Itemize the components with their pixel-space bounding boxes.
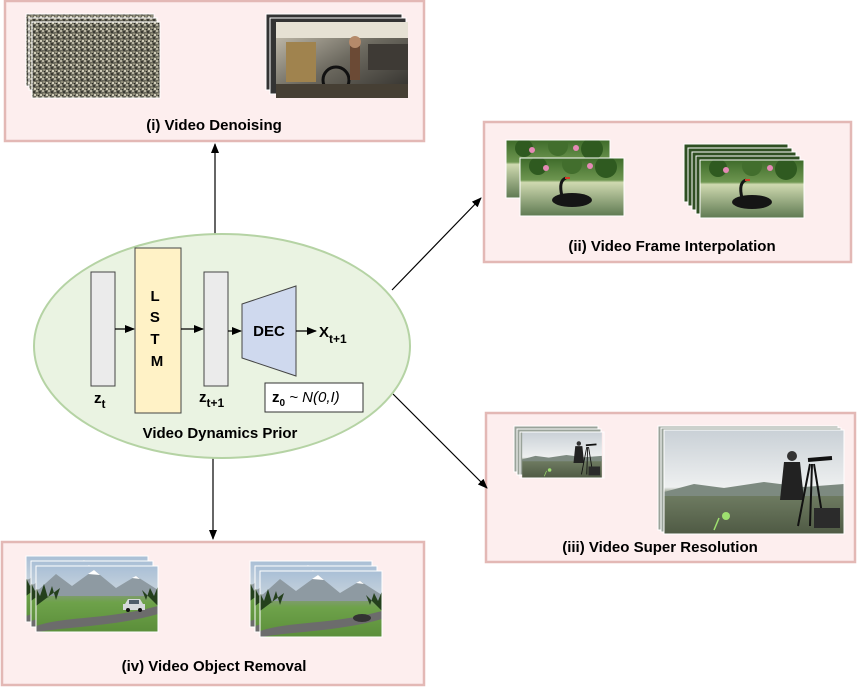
decoder-label: DEC xyxy=(253,323,285,340)
task-video-frame-interpolation: (ii) Video Frame Interpolation xyxy=(482,120,853,264)
label-video-object-removal: (iv) Video Object Removal xyxy=(122,658,307,675)
lstm-letter: T xyxy=(150,331,159,348)
z-t-label: zt xyxy=(94,390,106,411)
label-video-denoising: (i) Video Denoising xyxy=(146,117,282,134)
z-t1-label: zt+1 xyxy=(199,389,225,410)
low-res-frames-stack xyxy=(513,425,605,479)
denoised-frames-stack xyxy=(265,13,410,98)
noisy-frames-stack xyxy=(25,13,161,99)
interpolated-frames-stack xyxy=(683,143,805,219)
prior-subscript: 0 xyxy=(280,398,286,409)
task-video-super-resolution: (iii) Video Super Resolution xyxy=(484,411,857,564)
prior-distribution-box xyxy=(264,382,364,413)
task-video-object-removal: (iv) Video Object Removal xyxy=(0,540,426,687)
lstm-letter: L xyxy=(150,288,159,305)
label-video-frame-interpolation: (ii) Video Frame Interpolation xyxy=(568,238,775,255)
input-frames-with-car xyxy=(25,555,159,633)
z-t1-subscript: t+1 xyxy=(207,396,225,410)
model-caption: Video Dynamics Prior xyxy=(143,425,298,442)
task-video-denoising: (i) Video Denoising xyxy=(3,0,426,143)
lstm-block xyxy=(134,247,182,414)
arrow-to-interpolation xyxy=(391,197,482,291)
prior-base: z xyxy=(272,389,280,406)
prior-distribution-label: z0 ~ N(0,I) xyxy=(272,389,340,409)
lstm-letter: S xyxy=(150,309,160,326)
z-t-base: z xyxy=(94,390,102,407)
input-frames-pair xyxy=(505,139,625,217)
output-frames-car-removed xyxy=(249,560,383,638)
output-subscript: t+1 xyxy=(329,332,347,346)
prior-distribution: ~ N(0,I) xyxy=(285,389,340,406)
video-dynamics-prior-model: L S T M DEC Xt+1 zt zt+1 z0 ~ N(0,I) Vid… xyxy=(33,233,411,459)
arrow-to-super-resolution xyxy=(392,393,488,489)
output-base: X xyxy=(319,324,329,341)
z-t-subscript: t xyxy=(102,397,106,411)
lstm-label: L S T M xyxy=(150,288,164,370)
output-x-t1-label: Xt+1 xyxy=(319,324,347,346)
decoder-block xyxy=(241,285,297,377)
latent-z-t-block xyxy=(90,271,116,387)
label-video-super-resolution: (iii) Video Super Resolution xyxy=(562,539,758,556)
high-res-frames-stack xyxy=(657,425,845,535)
lstm-letter: M xyxy=(151,353,164,370)
z-t1-base: z xyxy=(199,389,207,406)
latent-z-t1-block xyxy=(203,271,229,387)
